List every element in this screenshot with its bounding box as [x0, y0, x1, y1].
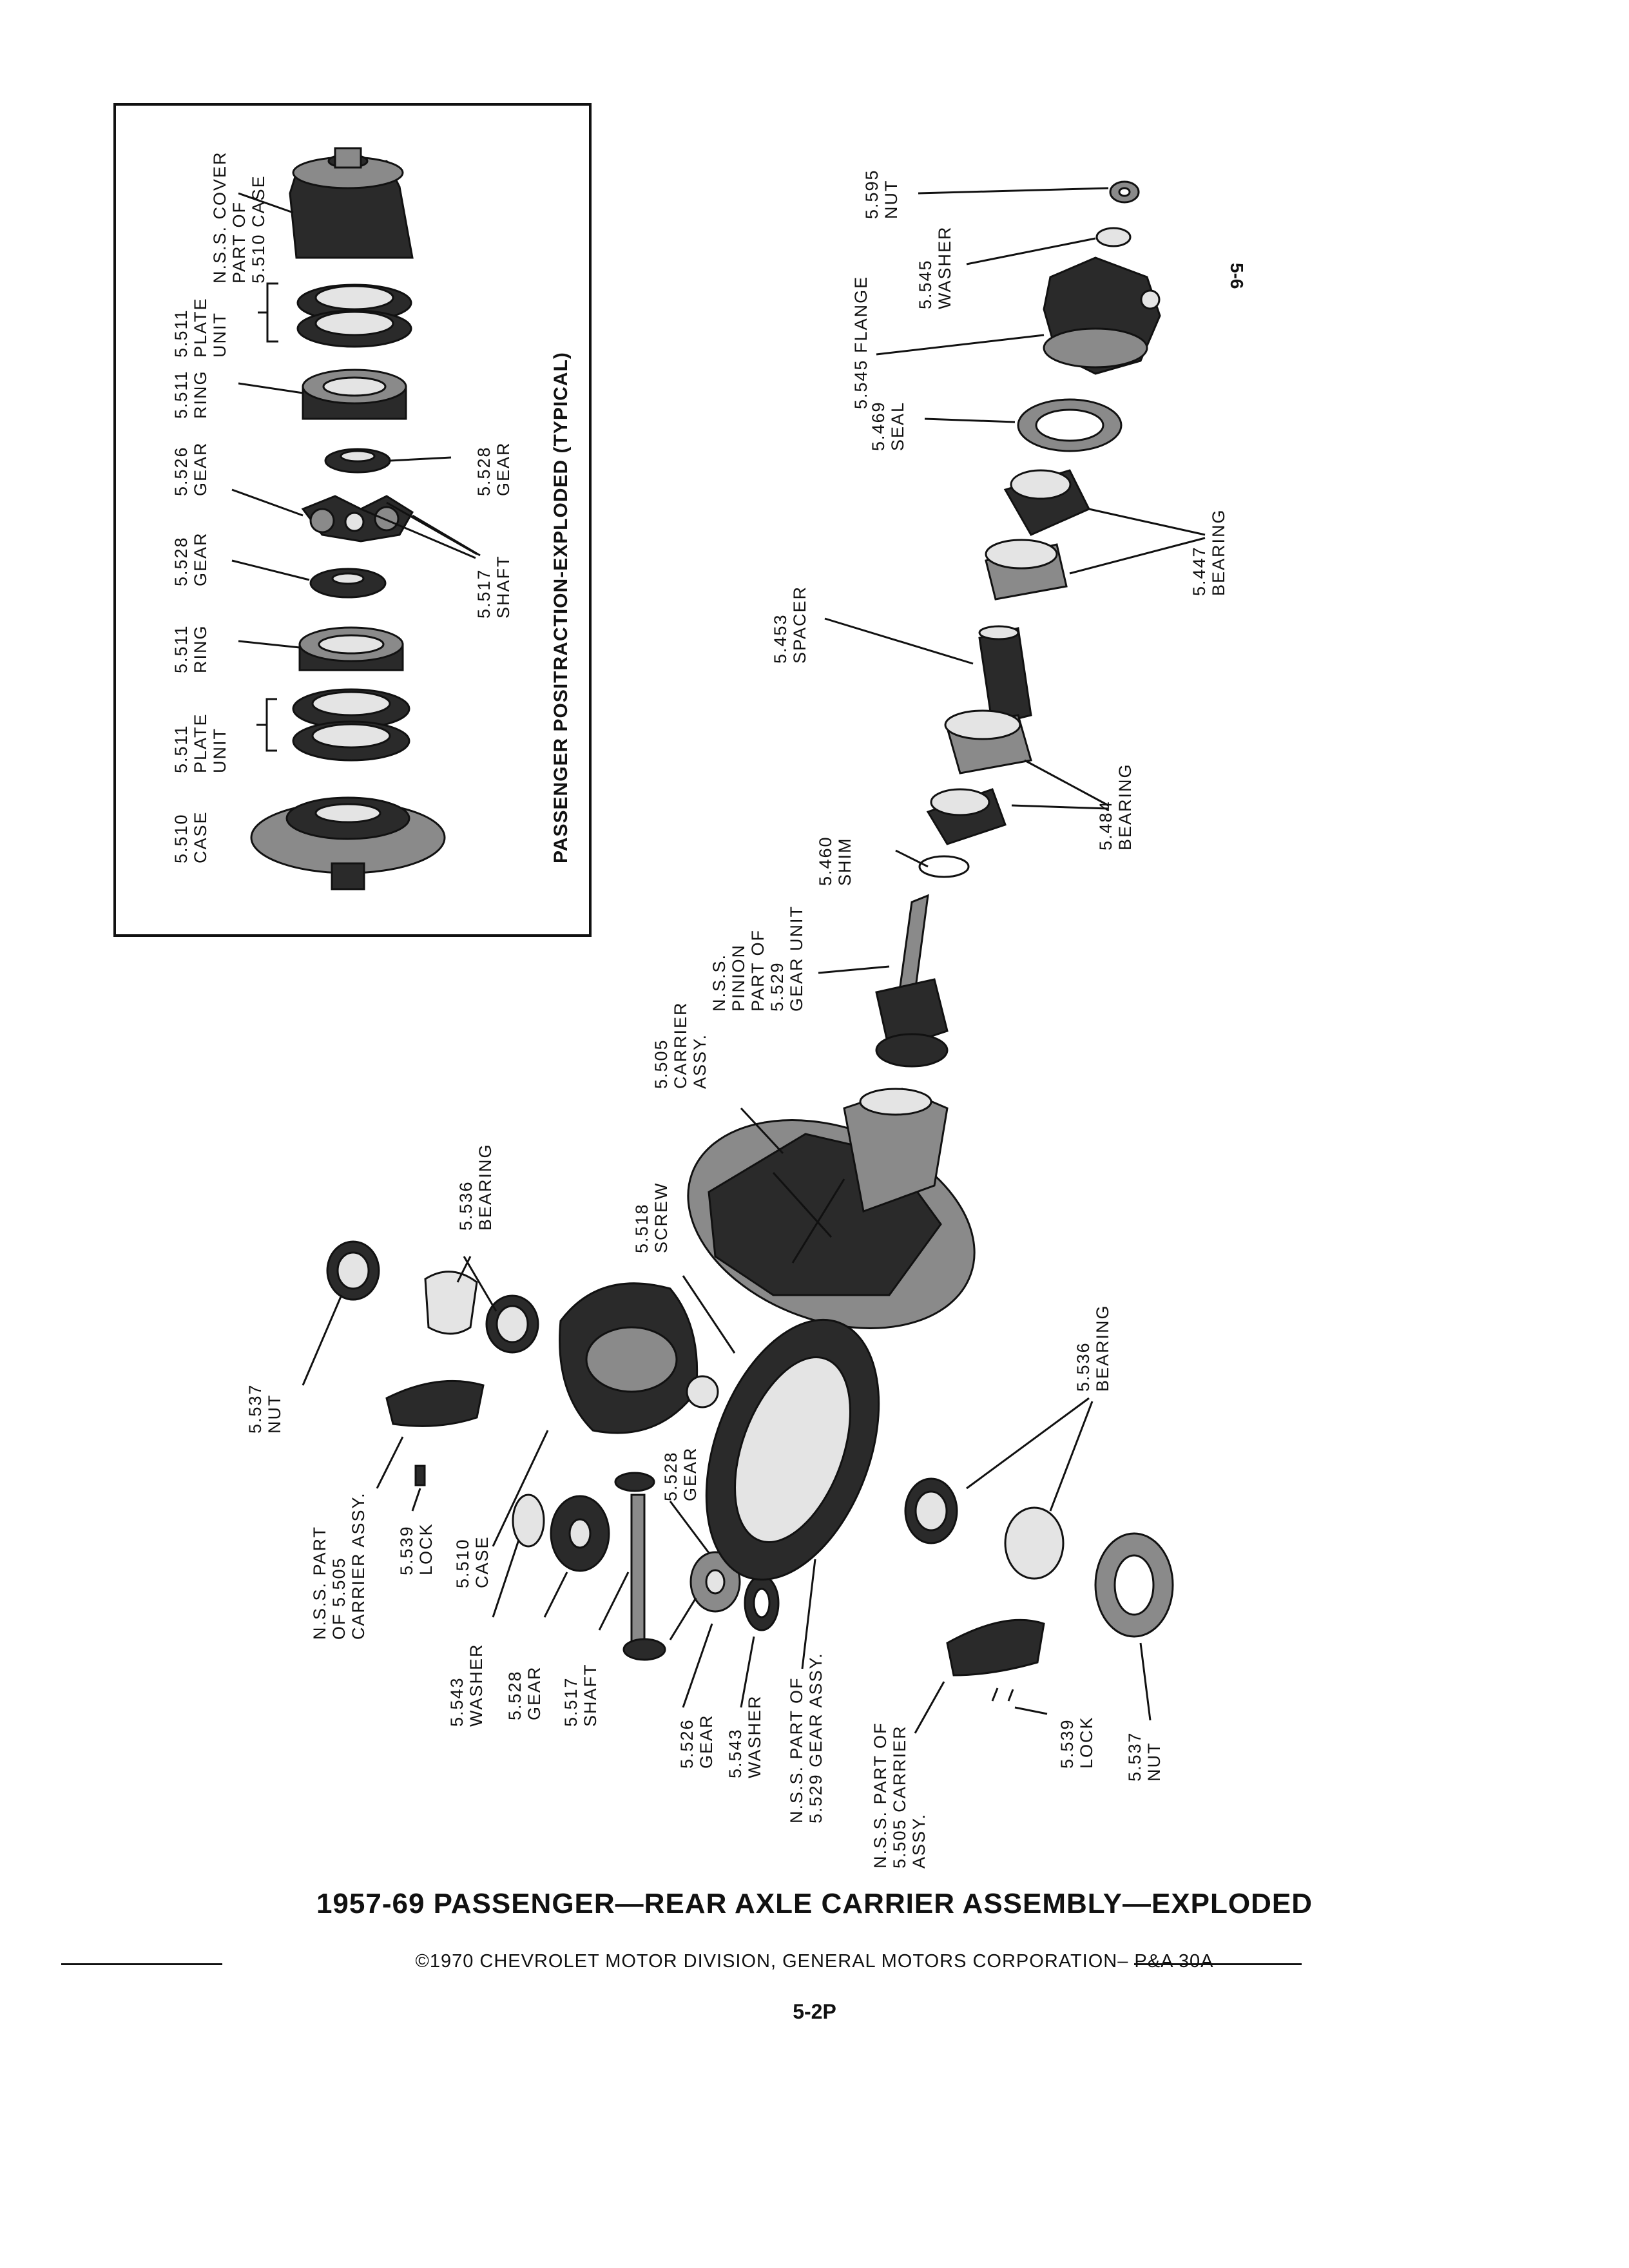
bearing-536-left	[326, 1240, 380, 1301]
label-washer-543-left: 5.543 WASHER	[447, 1643, 486, 1727]
left-group-parts	[326, 1240, 880, 1661]
bearing-447-cup	[985, 539, 1068, 601]
inset-gear-528-bottom	[309, 568, 387, 599]
label-lock-539-left: 5.539 LOCK	[397, 1519, 436, 1575]
label-screw-518: 5.518 SCREW	[632, 1182, 671, 1254]
inset-plate-unit-bottom	[292, 688, 410, 762]
bearing-484-cone	[926, 788, 1007, 845]
label-carrier-505: 5.505 CARRIER ASSY.	[651, 995, 709, 1089]
label-pinion: N.S.S. PINION PART OF 5.529 GEAR UNIT	[709, 905, 806, 1012]
label-flange-545: 5.545 FLANGE	[851, 276, 871, 409]
right-group-parts	[904, 1477, 1174, 1702]
inset-labels: N.S.S. COVER PART OF 5.510 CASE 5.511 PL…	[171, 145, 572, 863]
inset-case	[250, 796, 446, 890]
shaft-517	[630, 1494, 646, 1651]
inset-title: PASSENGER POSITRACTION-EXPLODED (TYPICAL…	[550, 352, 572, 863]
label-shim-460: 5.460 SHIM	[816, 830, 854, 886]
carrier-cap-lower-left	[385, 1379, 485, 1427]
bearing-447-cone	[1003, 469, 1091, 536]
inset-gear-528-b-label: 5.528 GEAR	[474, 440, 513, 496]
washer-545	[1095, 227, 1132, 247]
gear-528-left	[550, 1495, 610, 1572]
carrier-cap-left	[424, 1271, 478, 1335]
inset-leaders	[231, 192, 481, 752]
main-leaders	[302, 187, 1206, 1734]
pinion-gear	[875, 894, 949, 1068]
label-nss-gear-assy: N.S.S. PART OF 5.529 GEAR ASSY.	[787, 1652, 825, 1823]
rule-right	[1134, 1963, 1302, 1965]
carrier-cap-right	[946, 1619, 1045, 1677]
label-gear-528-left: 5.528 GEAR	[505, 1664, 544, 1720]
inset-gear-528-label: 5.528 GEAR	[171, 530, 210, 586]
label-nut-537-right: 5.537 NUT	[1125, 1725, 1164, 1782]
side-page-number: 5-6	[1227, 263, 1247, 289]
inset-case-label: 5.510 CASE	[171, 807, 210, 863]
label-washer-545: 5.545 WASHER	[916, 226, 954, 309]
bearing-536-right-a	[904, 1477, 958, 1544]
inset-parts	[250, 147, 446, 890]
label-nut-537-left: 5.537 NUT	[246, 1378, 284, 1434]
main-labels: 5.595 NUT 5.545 WASHER 5.545 FLANGE 5.46…	[246, 163, 1228, 1869]
washer-543-right-hole	[753, 1588, 771, 1619]
inset-gear-526-label: 5.526 GEAR	[171, 440, 210, 496]
bearing-536-right-b	[1004, 1506, 1065, 1580]
lock-539-right	[991, 1687, 1014, 1702]
label-spacer-453: 5.453 SPACER	[771, 586, 809, 664]
label-nss-part-right: N.S.S. PART OF 5.505 CARRIER ASSY.	[871, 1716, 929, 1869]
label-lock-539-right: 5.539 LOCK	[1057, 1713, 1096, 1769]
inset-ring-bottom	[298, 626, 404, 671]
label-washer-543-right: 5.543 WASHER	[726, 1695, 764, 1778]
label-bearing-536-right: 5.536 BEARING	[1074, 1304, 1112, 1392]
label-nss-part-left: N.S.S. PART OF 5.505 CARRIER ASSY.	[310, 1492, 368, 1640]
inset-plate-unit-top	[296, 284, 412, 348]
label-shaft-517: 5.517 SHAFT	[561, 1663, 600, 1727]
label-gear-526: 5.526 GEAR	[677, 1713, 716, 1769]
bearing-536-left-b	[485, 1294, 539, 1354]
rule-left	[61, 1963, 222, 1965]
label-bearing-447: 5.447 BEARING	[1190, 508, 1228, 596]
shim-460	[918, 855, 970, 878]
seal-469	[1017, 398, 1123, 452]
inset-cover	[289, 147, 414, 259]
spacer-453	[978, 625, 1032, 726]
flange-545	[1043, 256, 1161, 375]
label-gear-528-right: 5.528 GEAR	[661, 1445, 700, 1501]
label-bearing-536-left: 5.536 BEARING	[456, 1143, 495, 1231]
diff-case-510	[559, 1282, 719, 1434]
inset-ring-1-label: 5.511 RING	[171, 364, 210, 419]
gear-528-right	[689, 1551, 741, 1613]
ring-gear-529	[705, 1318, 880, 1581]
inset-shaft-label: 5.517 SHAFT	[474, 555, 513, 619]
page-number: 5-2P	[793, 2000, 836, 2023]
copyright-line: ©1970 CHEVROLET MOTOR DIVISION, GENERAL …	[415, 1951, 1214, 1972]
label-case-510: 5.510 CASE	[453, 1532, 492, 1588]
bearing-484-cup	[944, 709, 1032, 774]
inset-gear-528-top	[324, 448, 391, 474]
pinion-stack-parts	[875, 180, 1161, 1068]
inset-plate-unit-1-label: 5.511 PLATE UNIT	[171, 291, 229, 358]
diagram-title: 1957-69 PASSENGER—REAR AXLE CARRIER ASSE…	[316, 1888, 1313, 1919]
carrier-505	[687, 1088, 976, 1329]
inset-plate-unit-2-label: 5.511 PLATE UNIT	[171, 707, 229, 773]
inset-spider	[301, 495, 414, 543]
inset-cover-label: N.S.S. COVER PART OF 5.510 CASE	[210, 145, 268, 284]
label-bearing-484: 5.484 BEARING	[1096, 763, 1135, 850]
nut-595	[1109, 180, 1140, 204]
label-seal-469: 5.469 SEAL	[869, 395, 907, 451]
washer-543-left	[512, 1494, 545, 1548]
lock-539-left	[414, 1465, 426, 1486]
nut-537-right	[1094, 1532, 1174, 1638]
gear-526-upper	[614, 1472, 655, 1492]
inset-frame	[113, 103, 592, 937]
label-nut-595: 5.595 NUT	[862, 163, 901, 219]
inset-ring-2-label: 5.511 RING	[171, 619, 210, 673]
inset-ring-top	[302, 369, 407, 420]
gear-526-lower	[622, 1638, 666, 1661]
